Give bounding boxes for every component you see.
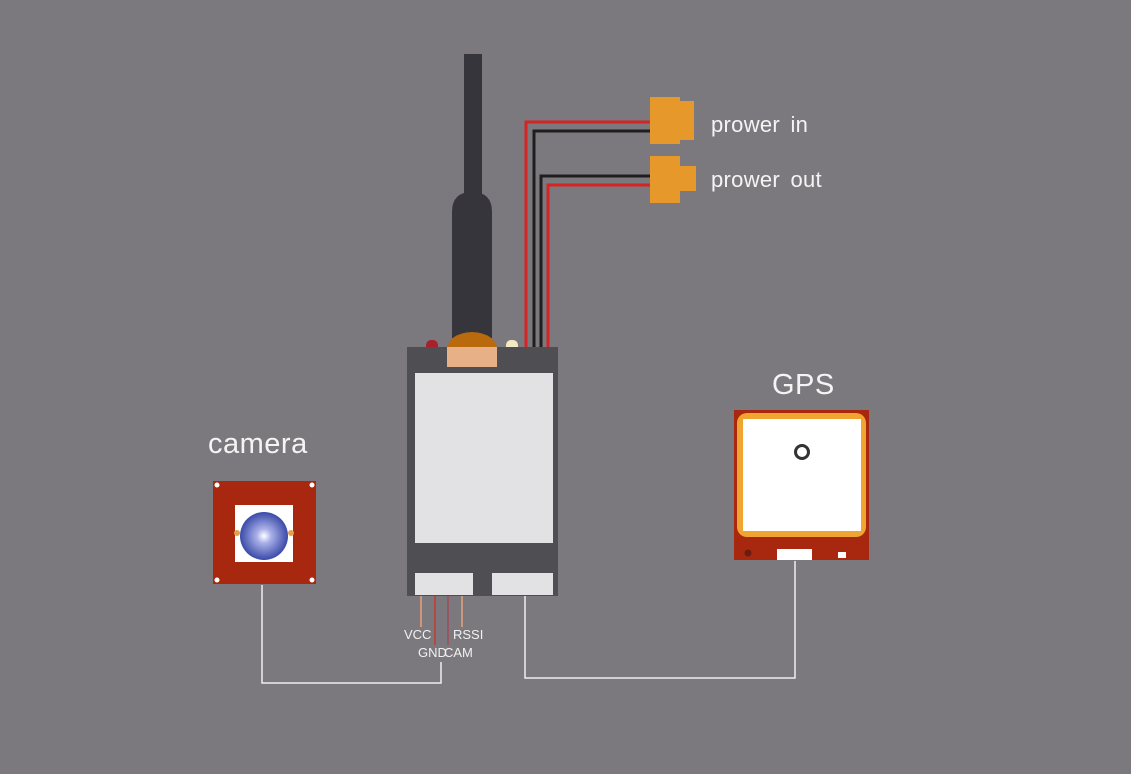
power-out-connector: [650, 156, 696, 203]
pin-gnd-label: GND: [418, 645, 447, 660]
power-out-red-wire: [546, 183, 652, 347]
gps-cable: [524, 561, 796, 679]
pin-cam-label: CAM: [444, 645, 473, 660]
power-in-connector: [650, 97, 694, 144]
camera-label: camera: [208, 428, 308, 460]
power-out-black-wire: [539, 174, 652, 347]
antenna: [446, 54, 498, 367]
power-in-label: prower in: [711, 112, 809, 137]
gps-label: GPS: [772, 369, 835, 401]
gps-port: [492, 573, 553, 595]
video-transmitter: [407, 347, 558, 596]
power-in-red-wire: [524, 120, 652, 347]
gps-port-connector: [777, 549, 812, 560]
gps-module: [734, 410, 869, 560]
camera-cable: [261, 585, 442, 684]
transmitter-label-area: [415, 373, 553, 543]
pin-rssi-label: RSSI: [453, 627, 484, 642]
av-port: [415, 573, 473, 595]
power-wires: [524, 120, 652, 347]
camera-module: [213, 481, 316, 584]
camera-lens: [240, 512, 288, 560]
power-out-label: prower out: [711, 167, 822, 192]
power-in-black-wire: [532, 129, 652, 347]
pin-vcc-label: VCC: [404, 627, 432, 642]
pin-leads: [420, 596, 463, 645]
